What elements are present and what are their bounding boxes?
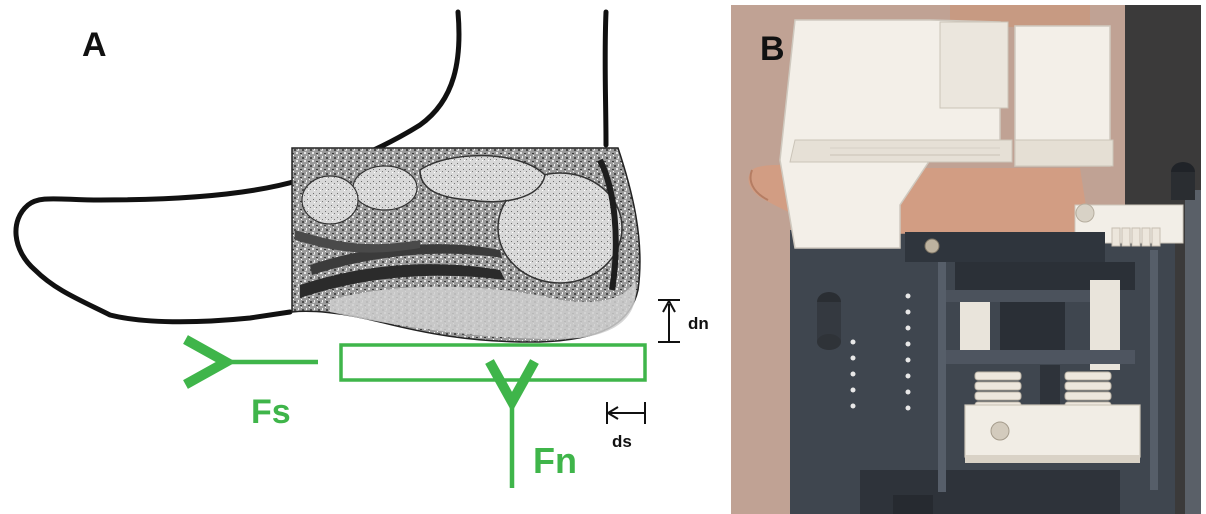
- panel-b-photo: [731, 5, 1201, 514]
- shear-displacement-label: ds: [612, 432, 632, 452]
- sensor-plate: [341, 345, 645, 380]
- ds-dimension: [607, 402, 645, 424]
- dn-dimension: [658, 300, 680, 342]
- panel-b-label: B: [760, 30, 785, 69]
- mri-image: [292, 148, 640, 342]
- normal-force-label: Fn: [533, 440, 577, 482]
- normal-displacement-label: dn: [688, 314, 709, 334]
- panel-a: [16, 12, 680, 488]
- shear-force-label: Fs: [251, 393, 291, 432]
- heel-back-outline: [605, 12, 606, 145]
- panel-a-label: A: [82, 26, 107, 65]
